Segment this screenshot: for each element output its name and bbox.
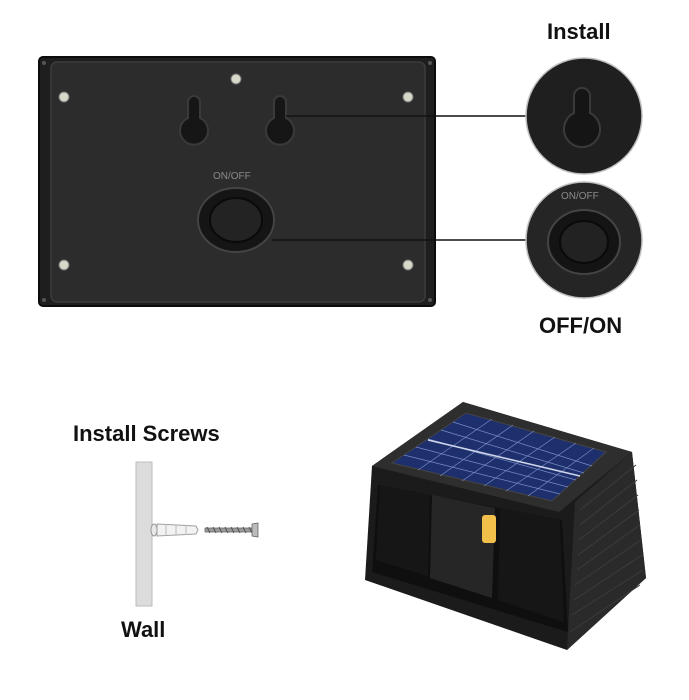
solar-light: [365, 402, 646, 650]
switch-button: [209, 197, 263, 243]
off-on-label: OFF/ON: [539, 313, 623, 338]
keyhole-slots: [179, 95, 295, 146]
wall-anchor: [150, 523, 199, 537]
keyhole-zoom: [563, 87, 601, 149]
wall-label: Wall: [121, 617, 166, 642]
panel-on-off-text: ON/OFF: [213, 171, 251, 182]
zoom-on-off-text: ON/OFF: [561, 191, 599, 202]
screw: [204, 522, 259, 538]
install-label: Install: [547, 19, 611, 44]
led-light: [482, 515, 496, 543]
wall-illustration: [135, 461, 153, 607]
install-screws-label: Install Screws: [73, 421, 220, 446]
panel-screws: [42, 61, 432, 302]
back-panel: [50, 61, 426, 303]
